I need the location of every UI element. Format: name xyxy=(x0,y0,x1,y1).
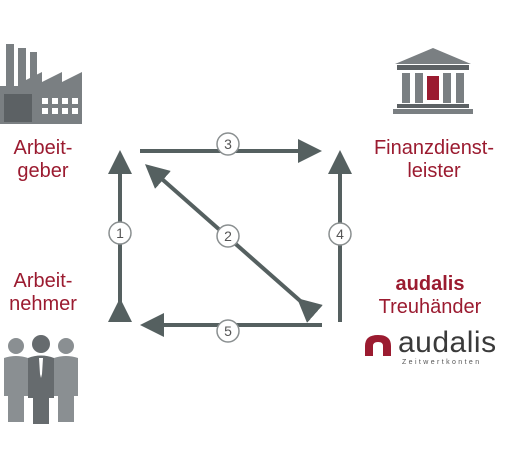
badge-5-number: 5 xyxy=(224,323,232,339)
badge-1: 1 xyxy=(108,221,132,245)
financial-provider-label-line2: leister xyxy=(407,160,461,182)
employer-label-line1: Arbeit- xyxy=(13,137,73,159)
employer-label-line2: geber xyxy=(17,160,69,182)
audalis-logo: audalis Zeitwertkonten xyxy=(362,326,502,370)
employee-label-line2: nehmer xyxy=(9,293,77,315)
bank-building-icon xyxy=(393,48,473,114)
trustee-label-line2: Treuhänder xyxy=(378,296,482,318)
employer-label: Arbeit- geber xyxy=(0,137,86,183)
trustee-label: audalis Treuhänder xyxy=(356,273,504,319)
badge-3-number: 3 xyxy=(224,136,232,152)
factory-icon xyxy=(0,44,82,124)
financial-provider-label-line1: Finanzdienst- xyxy=(373,137,495,159)
badge-5: 5 xyxy=(216,319,240,343)
badge-1-number: 1 xyxy=(116,225,124,241)
employee-label: Arbeit- nehmer xyxy=(0,270,86,316)
trustee-label-line1: audalis xyxy=(395,273,465,295)
badge-4-number: 4 xyxy=(336,226,344,242)
badge-2: 2 xyxy=(216,224,240,248)
badge-3: 3 xyxy=(216,132,240,156)
badge-2-number: 2 xyxy=(224,228,232,244)
financial-provider-label: Finanzdienst- leister xyxy=(360,137,508,183)
employee-label-line1: Arbeit- xyxy=(13,270,73,292)
logo-tagline: Zeitwertkonten xyxy=(402,359,482,366)
audalis-logo-mark xyxy=(365,335,391,356)
people-group-icon xyxy=(4,335,78,424)
badge-4: 4 xyxy=(328,222,352,246)
logo-wordmark: audalis xyxy=(398,326,497,359)
arrow-badges: 1 2 3 4 5 xyxy=(108,132,352,343)
